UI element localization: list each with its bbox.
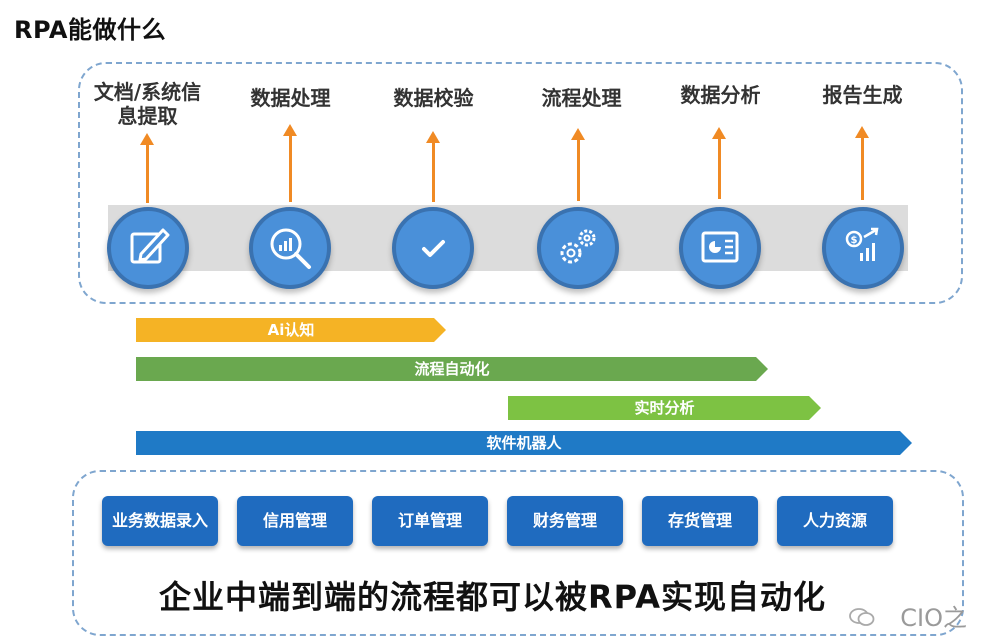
module-order-management: 订单管理 [372,496,488,546]
bar-ai-cognition: Ai认知 [136,318,446,342]
capability-circle-5 [679,207,761,289]
capability-label-5: 数据分析 [680,83,761,107]
capability-circle-2 [249,207,331,289]
slogan: 企业中端到端的流程都可以被RPA实现自动化 [159,578,826,616]
capability-circle-6: $ [822,207,904,289]
capability-circle-3 [392,207,474,289]
capability-circle-1 [107,207,189,289]
capability-label-3: 数据校验 [393,86,474,110]
magnifier-chart-icon [270,228,311,269]
arrow-up [855,126,869,200]
gears-icon [560,229,596,264]
arrow-up [712,127,726,199]
edit-icon [130,228,170,264]
arrow-up [283,124,297,202]
arrow-up [426,131,440,202]
module-credit-management: 信用管理 [237,496,353,546]
module-human-resources: 人力资源 [777,496,893,546]
wechat-icon [849,608,875,626]
capabilities-panel [78,62,963,304]
capability-band [108,205,908,271]
capability-circle-4 [537,207,619,289]
watermark: CIO之 [900,604,967,632]
capability-label-1: 文档/系统信 息提取 [93,80,202,128]
arrow-up [140,133,154,203]
dashboard-icon [701,231,739,263]
page-title: RPA能做什么 [14,16,166,44]
check-icon [422,240,445,257]
bar-realtime-analysis: 实时分析 [508,396,821,420]
module-finance-management: 财务管理 [507,496,623,546]
capability-label-6: 报告生成 [822,83,903,107]
bar-process-automation: 流程自动化 [136,357,768,381]
module-inventory-management: 存货管理 [642,496,758,546]
capability-label-4: 流程处理 [541,86,622,110]
svg-text:$: $ [851,235,858,246]
arrow-up [571,128,585,201]
capability-label-2: 数据处理 [250,86,331,110]
modules-panel [72,470,964,636]
bar-software-robot: 软件机器人 [136,431,912,455]
money-growth-icon: $ [845,227,879,261]
module-business-data-entry: 业务数据录入 [102,496,218,546]
